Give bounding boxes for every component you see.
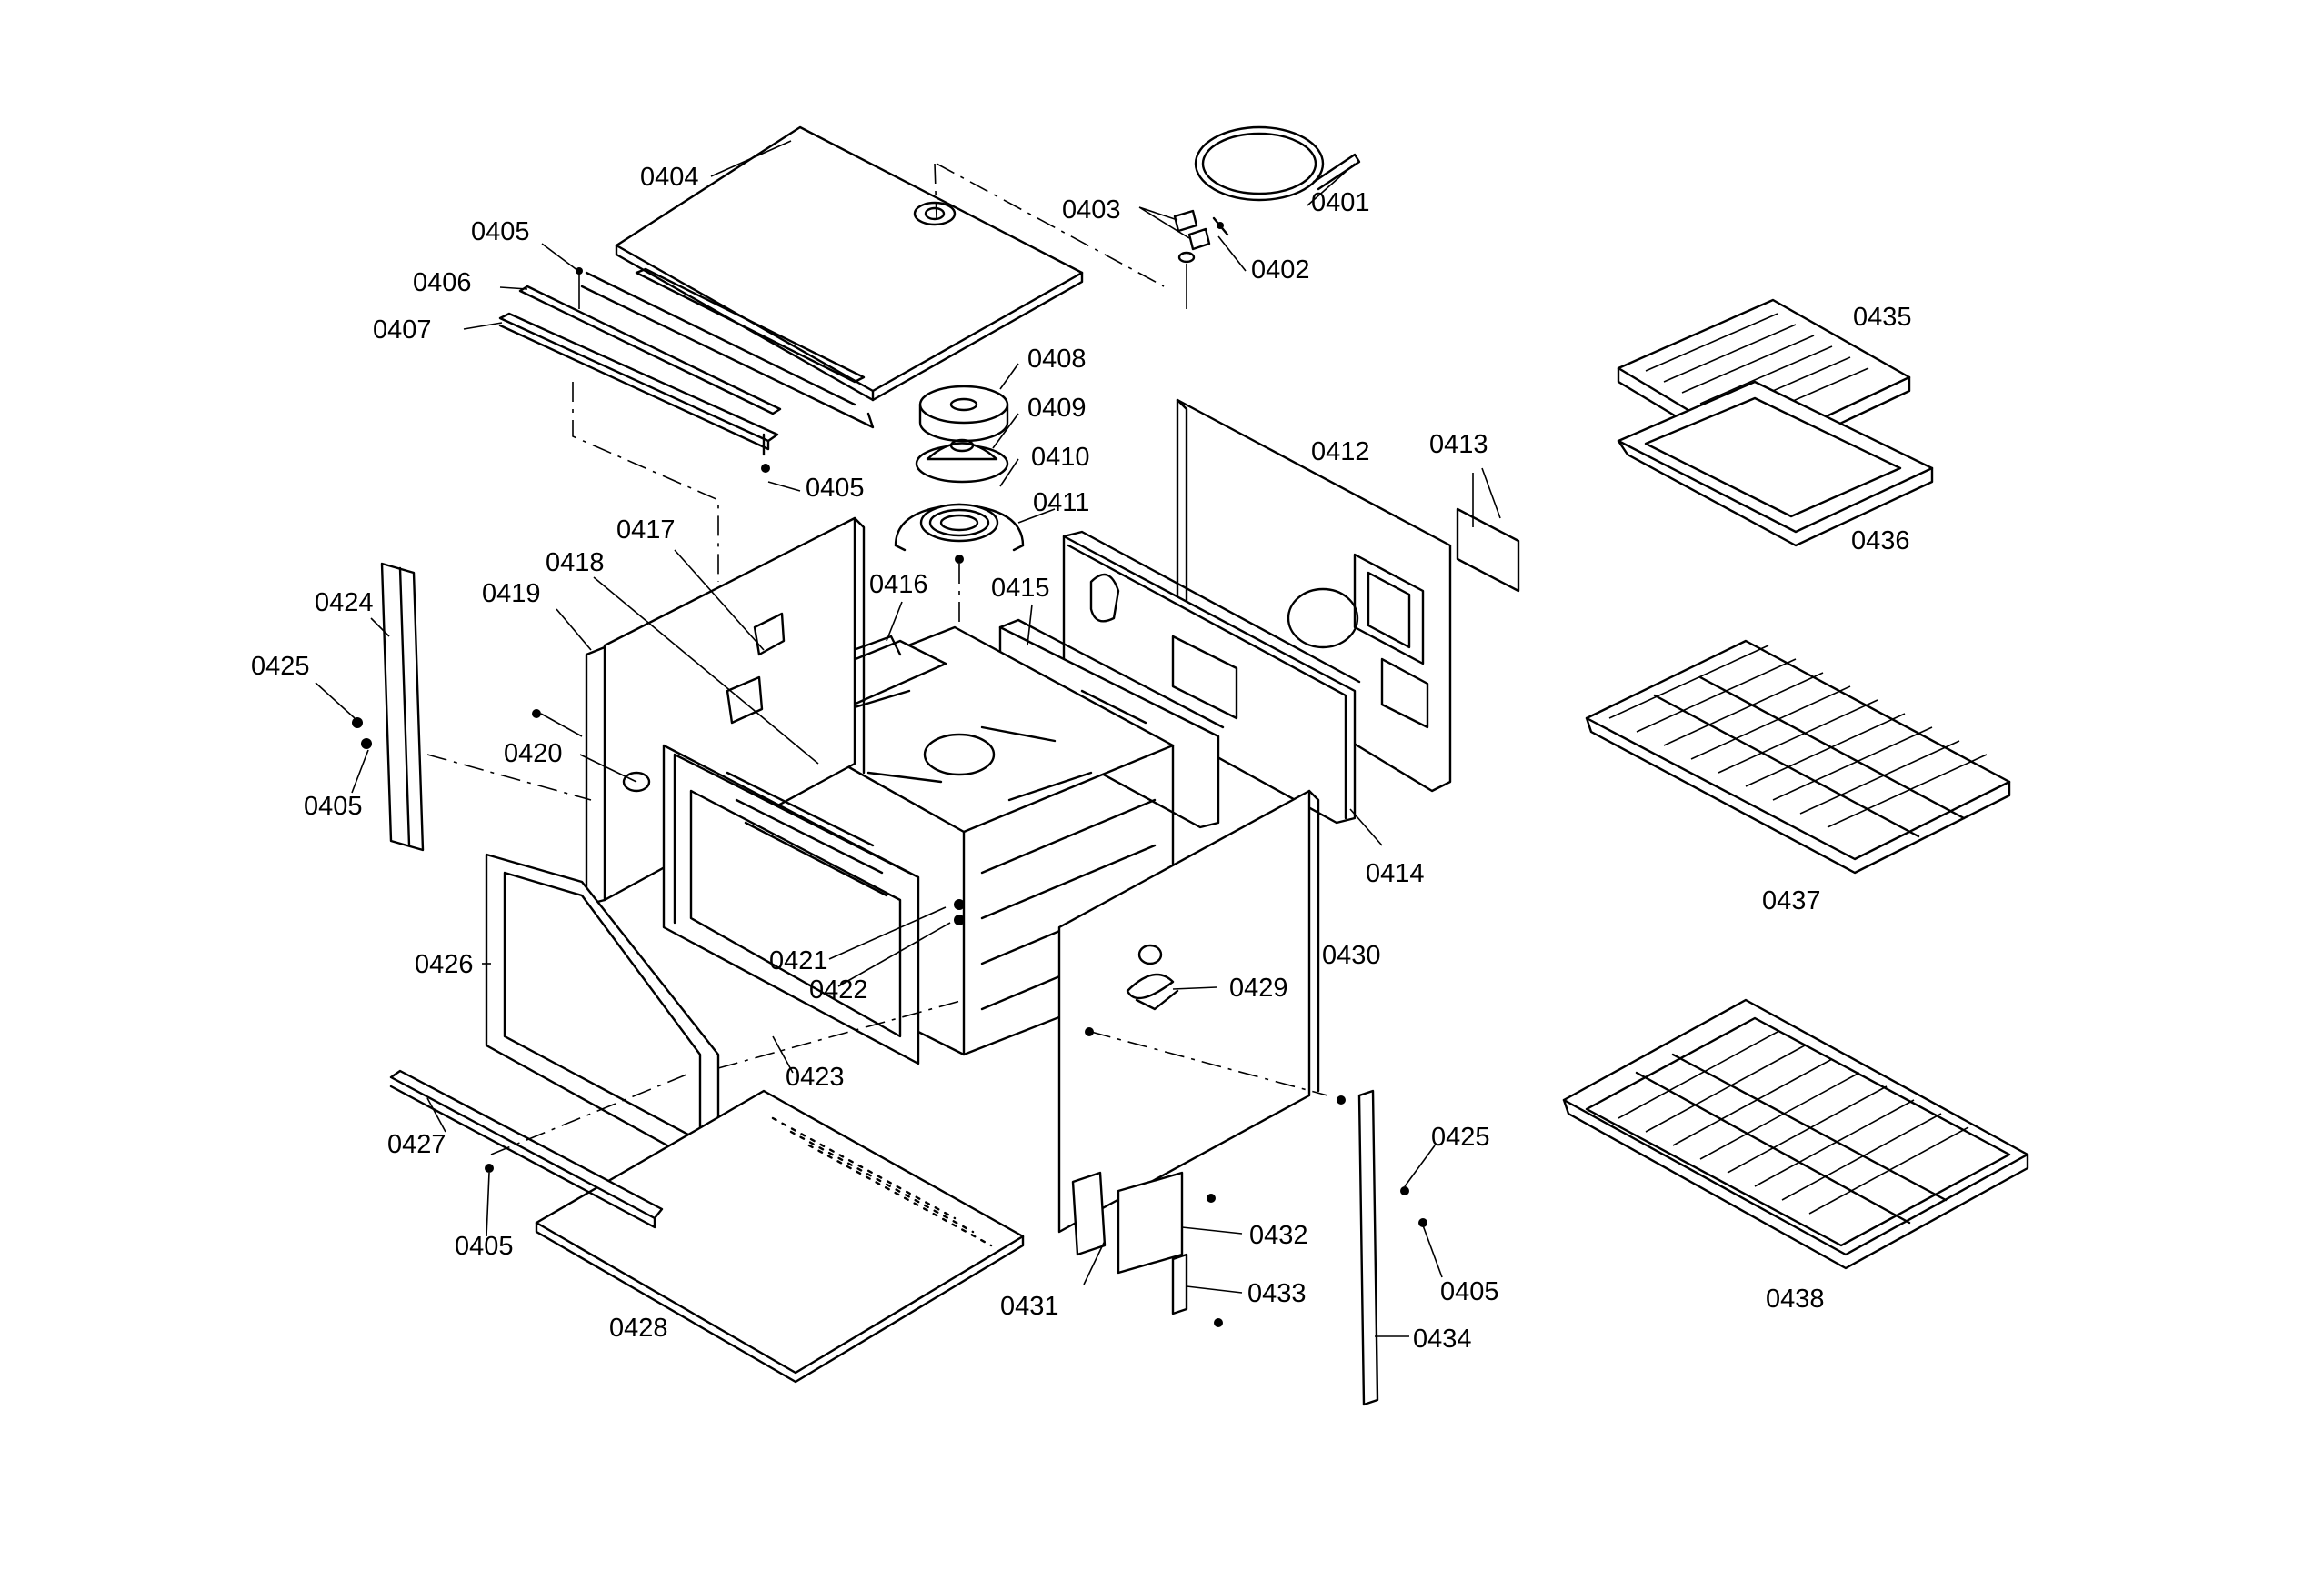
callout-0430: 0430 bbox=[1322, 941, 1381, 970]
callout-0403: 0403 bbox=[1062, 195, 1121, 225]
callout-0432: 0432 bbox=[1249, 1221, 1308, 1250]
callout-0433: 0433 bbox=[1247, 1279, 1307, 1308]
callout-0402: 0402 bbox=[1251, 255, 1310, 285]
callout-0412: 0412 bbox=[1311, 437, 1370, 466]
callout-0423: 0423 bbox=[786, 1063, 845, 1092]
burner-assembly bbox=[894, 385, 1025, 709]
bottom-plate bbox=[535, 1089, 1025, 1384]
callout-0425-left: 0425 bbox=[251, 652, 310, 681]
callout-leaders bbox=[315, 140, 1501, 1337]
oven-rack bbox=[1585, 639, 2011, 875]
front-frame bbox=[662, 744, 965, 1065]
callout-0419: 0419 bbox=[482, 579, 541, 608]
callout-0424: 0424 bbox=[315, 588, 374, 617]
callout-labels: 0401 0402 0403 0404 0405 0406 0407 0405 … bbox=[251, 163, 1912, 1354]
bottom-front-rail bbox=[389, 1069, 692, 1229]
callout-0404: 0404 bbox=[640, 163, 699, 192]
callout-0407: 0407 bbox=[373, 315, 432, 345]
callout-0411: 0411 bbox=[1033, 488, 1089, 517]
callout-0405-left: 0405 bbox=[304, 792, 363, 821]
callout-0422: 0422 bbox=[809, 975, 868, 1005]
callout-0406: 0406 bbox=[413, 268, 472, 297]
callout-0401: 0401 bbox=[1311, 188, 1370, 217]
callout-0417: 0417 bbox=[616, 515, 676, 545]
callout-0405-bottom: 0405 bbox=[455, 1232, 514, 1261]
door-gasket bbox=[485, 853, 965, 1165]
broiler-pan bbox=[1617, 298, 1934, 547]
callout-0429: 0429 bbox=[1229, 974, 1288, 1003]
callout-0428: 0428 bbox=[609, 1314, 668, 1343]
right-side-panel bbox=[1057, 789, 1328, 1234]
callout-0427: 0427 bbox=[387, 1130, 446, 1159]
callout-0438: 0438 bbox=[1766, 1285, 1825, 1314]
callout-0405-top: 0405 bbox=[471, 217, 530, 246]
front-trim-strips bbox=[498, 267, 782, 582]
callout-0437: 0437 bbox=[1762, 886, 1821, 915]
top-panel bbox=[580, 125, 1165, 429]
callout-0435: 0435 bbox=[1853, 303, 1912, 332]
callout-0434: 0434 bbox=[1413, 1325, 1472, 1354]
callout-0405-strip: 0405 bbox=[806, 474, 865, 503]
callout-0420: 0420 bbox=[504, 739, 563, 768]
callout-0413: 0413 bbox=[1429, 430, 1488, 459]
callout-0408: 0408 bbox=[1027, 345, 1087, 374]
gas-supply-line bbox=[1173, 125, 1361, 309]
callout-0405-right: 0405 bbox=[1440, 1277, 1499, 1306]
roll-out-rack bbox=[1562, 998, 2029, 1270]
callout-0415: 0415 bbox=[991, 574, 1050, 603]
callout-0409: 0409 bbox=[1027, 394, 1087, 423]
back-insulation-panel bbox=[1062, 530, 1361, 825]
callout-0414: 0414 bbox=[1366, 859, 1425, 888]
callout-0410: 0410 bbox=[1031, 443, 1090, 472]
callout-0426: 0426 bbox=[415, 950, 474, 979]
right-side-trim bbox=[1337, 1089, 1427, 1406]
callout-0431: 0431 bbox=[1000, 1292, 1059, 1321]
callout-0436: 0436 bbox=[1851, 526, 1910, 555]
left-side-trim bbox=[352, 562, 592, 852]
callout-0416: 0416 bbox=[869, 570, 928, 599]
callout-0425-right: 0425 bbox=[1431, 1123, 1490, 1152]
callout-0421: 0421 bbox=[769, 946, 828, 975]
callout-0418: 0418 bbox=[546, 548, 605, 577]
door-hinge bbox=[1071, 1171, 1223, 1327]
